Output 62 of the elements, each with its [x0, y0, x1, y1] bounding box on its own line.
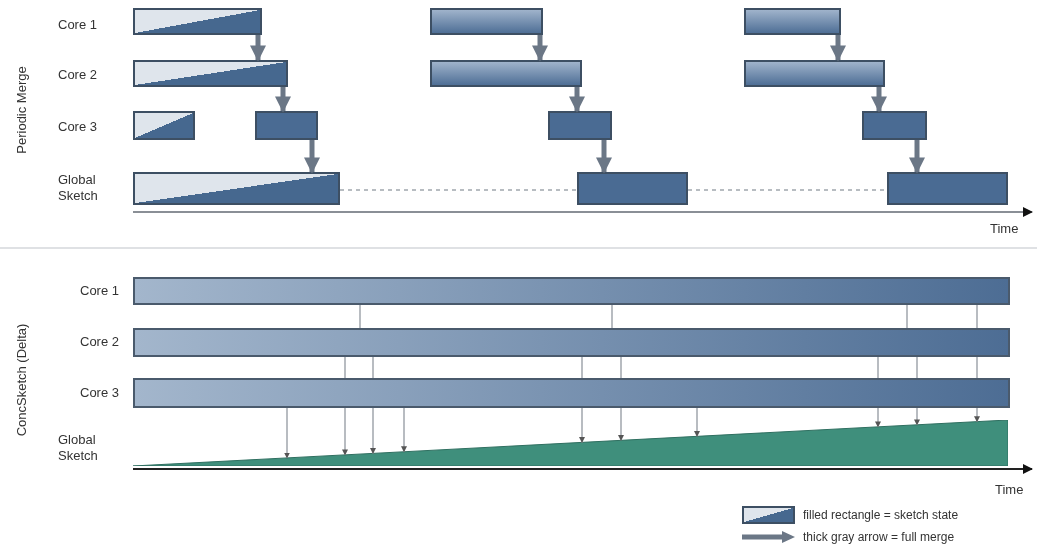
merge-arrow: [871, 87, 887, 113]
sketch-state-bar: [133, 378, 1010, 408]
row-label: Time: [995, 482, 1025, 498]
sketch-state-bar: [133, 277, 1010, 305]
merge-arrow: [569, 87, 585, 113]
update-line: [694, 407, 700, 438]
update-line: [401, 407, 407, 453]
merge-arrow: [275, 87, 291, 113]
sketch-state-bar: [255, 111, 318, 140]
update-line: [974, 407, 980, 423]
sketch-state-bar: [744, 60, 885, 87]
merge-arrow: [304, 140, 320, 174]
update-line: [976, 356, 978, 379]
sketch-state-bar: [133, 60, 288, 87]
row-label: Core 2: [80, 334, 121, 350]
axis-title: Periodic Merge: [14, 65, 30, 156]
merge-arrow: [909, 140, 925, 174]
sketch-state-bar: [133, 328, 1010, 357]
merge-arrow: [830, 35, 846, 62]
legend-text: thick gray arrow = full merge: [803, 529, 955, 546]
update-line: [579, 407, 585, 444]
row-label: Global Sketch: [58, 172, 99, 204]
sketch-state-bar: [430, 60, 582, 87]
update-line: [618, 407, 624, 442]
sketch-state-bar: [133, 8, 262, 35]
sketch-state-bar: [577, 172, 688, 205]
update-line: [359, 304, 361, 329]
update-line: [916, 356, 918, 379]
sketch-state-bar: [133, 172, 340, 205]
update-line: [370, 407, 376, 455]
row-label: Global Sketch: [58, 432, 99, 464]
update-line: [342, 407, 348, 456]
row-label: Core 3: [58, 119, 99, 135]
update-line: [372, 356, 374, 379]
row-label: Core 1: [58, 17, 99, 33]
update-line: [284, 407, 290, 459]
update-line: [344, 356, 346, 379]
sketch-state-bar: [548, 111, 612, 140]
axis-title: ConcSketch (Delta): [14, 322, 30, 439]
update-line: [914, 407, 920, 426]
row-label: Core 1: [80, 283, 121, 299]
update-line: [611, 304, 613, 329]
sketch-state-bar: [862, 111, 927, 140]
row-label: Core 3: [80, 385, 121, 401]
legend-text: filled rectangle = sketch state: [803, 507, 959, 524]
sketch-state-bar: [430, 8, 543, 35]
row-label: Core 2: [58, 67, 99, 83]
dashed-line: [339, 189, 578, 191]
update-line: [976, 304, 978, 329]
update-line: [906, 304, 908, 329]
update-line: [581, 356, 583, 379]
update-line: [875, 407, 881, 428]
merge-arrow: [250, 35, 266, 62]
sketch-state-bar: [744, 8, 841, 35]
global-sketch-area: [133, 420, 1008, 466]
merge-arrow: [596, 140, 612, 174]
row-label: Time: [990, 221, 1020, 237]
update-line: [620, 356, 622, 379]
merge-arrow: [532, 35, 548, 62]
sketch-state-bar: [887, 172, 1008, 205]
sketch-state-bar: [133, 111, 195, 140]
update-line: [877, 356, 879, 379]
